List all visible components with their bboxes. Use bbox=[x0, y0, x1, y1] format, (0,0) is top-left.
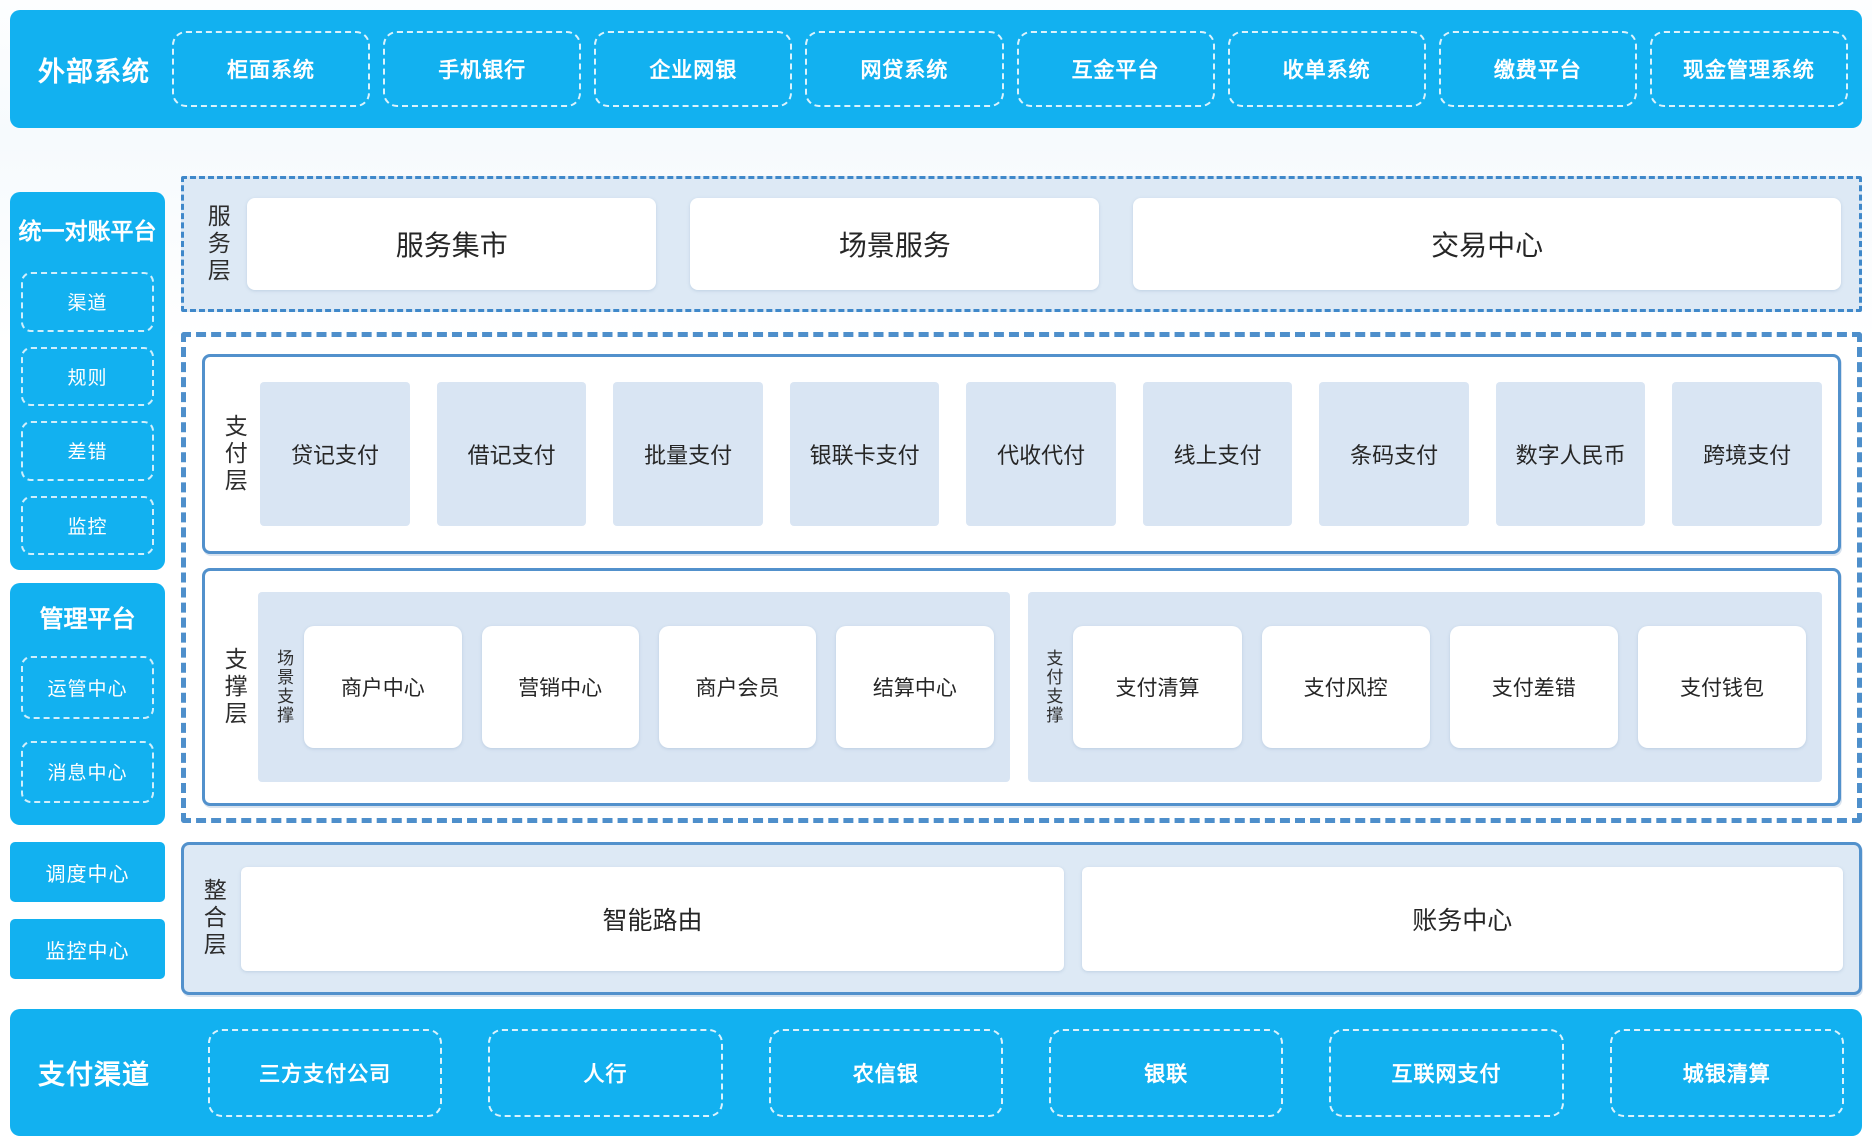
support-box-merchant-center: 商户中心 bbox=[304, 626, 462, 748]
support-box-payment-risk-control: 支付风控 bbox=[1261, 626, 1430, 748]
recon-item-rules: 规则 bbox=[21, 346, 154, 406]
external-system-mobile-banking: 手机银行 bbox=[383, 31, 582, 107]
payment-box-cross-border: 跨境支付 bbox=[1672, 382, 1822, 526]
external-system-online-loan: 网贷系统 bbox=[805, 31, 1004, 107]
service-box-scenario-service: 场景服务 bbox=[690, 198, 1100, 290]
payment-box-unionpay-card: 银联卡支付 bbox=[789, 382, 940, 526]
mgmt-item-message-center: 消息中心 bbox=[21, 740, 154, 803]
payment-channels-items: 三方支付公司 人行 农信银 银联 互联网支付 城银清算 bbox=[150, 1028, 1862, 1117]
support-layer-groups: 场景支撑 商户中心 营销中心 商户会员 结算中心 支付支撑 支付清算 bbox=[258, 592, 1822, 782]
support-box-merchant-member: 商户会员 bbox=[658, 626, 817, 748]
recon-item-monitoring: 监控 bbox=[21, 495, 154, 555]
support-box-settlement-center: 结算中心 bbox=[836, 626, 994, 748]
scenario-support-group: 场景支撑 商户中心 营销中心 商户会员 结算中心 bbox=[258, 592, 1010, 782]
payment-channels-title: 支付渠道 bbox=[38, 1060, 150, 1090]
monitoring-center-box: 监控中心 bbox=[10, 919, 165, 979]
external-system-corporate-ebank: 企业网银 bbox=[594, 31, 793, 107]
main-layers: 服务层 服务集市 场景服务 交易中心 支付层 贷记支付 借记支付 批量支付 银联… bbox=[181, 145, 1862, 995]
payment-support-group: 支付支撑 支付清算 支付风控 支付差错 支付钱包 bbox=[1027, 592, 1822, 782]
payment-box-batch: 批量支付 bbox=[613, 382, 763, 526]
scenario-support-label: 场景支撑 bbox=[274, 649, 294, 725]
scheduling-center-box: 调度中心 bbox=[10, 842, 165, 902]
payment-box-collection-agency: 代收代付 bbox=[966, 382, 1116, 526]
channel-city-bank-clearing: 城银清算 bbox=[1609, 1028, 1844, 1117]
channel-internet-payment: 互联网支付 bbox=[1329, 1028, 1564, 1117]
support-box-payment-wallet: 支付钱包 bbox=[1637, 626, 1807, 748]
payment-box-credit: 贷记支付 bbox=[260, 382, 410, 526]
management-platform-panel: 管理平台 运管中心 消息中心 bbox=[10, 583, 165, 825]
core-layers-dashed-container: 支付层 贷记支付 借记支付 批量支付 银联卡支付 代收代付 线上支付 条码支付 … bbox=[181, 332, 1862, 823]
service-box-service-market: 服务集市 bbox=[247, 198, 657, 290]
support-box-payment-clearing: 支付清算 bbox=[1073, 626, 1242, 748]
service-box-trade-center: 交易中心 bbox=[1133, 198, 1841, 290]
middle-region: 统一对账平台 渠道 规则 差错 监控 管理平台 运管中心 消息中心 调度中心 监… bbox=[10, 145, 1862, 995]
integration-layer-boxes: 智能路由 账务中心 bbox=[241, 866, 1843, 971]
external-systems-items: 柜面系统 手机银行 企业网银 网贷系统 互金平台 收单系统 缴费平台 现金管理系… bbox=[150, 31, 1862, 107]
payment-channels-bar: 支付渠道 三方支付公司 人行 农信银 银联 互联网支付 城银清算 bbox=[10, 1009, 1862, 1136]
payment-support-boxes: 支付清算 支付风控 支付差错 支付钱包 bbox=[1073, 626, 1807, 748]
payment-layer-boxes: 贷记支付 借记支付 批量支付 银联卡支付 代收代付 线上支付 条码支付 数字人民… bbox=[260, 382, 1822, 526]
mgmt-item-operations-center: 运管中心 bbox=[21, 656, 154, 719]
external-system-bill-payment: 缴费平台 bbox=[1438, 31, 1637, 107]
support-layer-label: 支撑层 bbox=[221, 646, 248, 728]
payment-box-barcode: 条码支付 bbox=[1319, 382, 1469, 526]
support-layer: 支撑层 场景支撑 商户中心 营销中心 商户会员 结算中心 bbox=[202, 568, 1841, 806]
sidebar: 统一对账平台 渠道 规则 差错 监控 管理平台 运管中心 消息中心 调度中心 监… bbox=[10, 145, 165, 995]
payment-layer: 支付层 贷记支付 借记支付 批量支付 银联卡支付 代收代付 线上支付 条码支付 … bbox=[202, 354, 1841, 554]
service-layer-boxes: 服务集市 场景服务 交易中心 bbox=[247, 198, 1841, 290]
recon-item-discrepancy: 差错 bbox=[21, 421, 154, 481]
external-system-cash-management: 现金管理系统 bbox=[1649, 31, 1848, 107]
service-layer-label: 服务层 bbox=[204, 203, 231, 285]
channel-pboc: 人行 bbox=[488, 1028, 723, 1117]
integration-box-smart-routing: 智能路由 bbox=[241, 866, 1064, 971]
channel-unionpay: 银联 bbox=[1048, 1028, 1284, 1117]
channel-third-party-payment: 三方支付公司 bbox=[208, 1028, 443, 1117]
management-platform-title: 管理平台 bbox=[39, 606, 136, 633]
integration-layer: 整合层 智能路由 账务中心 bbox=[181, 842, 1862, 995]
payment-support-label: 支付支撑 bbox=[1043, 649, 1063, 725]
support-box-payment-discrepancy: 支付差错 bbox=[1449, 626, 1618, 748]
integration-box-accounting-center: 账务中心 bbox=[1081, 866, 1843, 971]
external-systems-title: 外部系统 bbox=[38, 56, 150, 87]
external-system-acquiring: 收单系统 bbox=[1227, 31, 1426, 107]
payment-box-online: 线上支付 bbox=[1142, 382, 1293, 526]
payment-layer-label: 支付层 bbox=[221, 413, 248, 495]
integration-layer-label: 整合层 bbox=[200, 878, 227, 959]
reconciliation-platform-panel: 统一对账平台 渠道 规则 差错 监控 bbox=[10, 192, 165, 570]
recon-item-channel: 渠道 bbox=[21, 272, 154, 332]
external-system-counter: 柜面系统 bbox=[172, 31, 371, 107]
external-systems-bar: 外部系统 柜面系统 手机银行 企业网银 网贷系统 互金平台 收单系统 缴费平台 … bbox=[10, 10, 1862, 128]
scenario-support-boxes: 商户中心 营销中心 商户会员 结算中心 bbox=[304, 626, 994, 748]
channel-rural-credit-bank: 农信银 bbox=[768, 1028, 1003, 1117]
service-layer: 服务层 服务集市 场景服务 交易中心 bbox=[181, 176, 1862, 312]
support-box-marketing-center: 营销中心 bbox=[481, 626, 639, 748]
payment-box-digital-rmb: 数字人民币 bbox=[1495, 382, 1646, 526]
payment-box-debit: 借记支付 bbox=[436, 382, 587, 526]
external-system-internet-finance: 互金平台 bbox=[1016, 31, 1215, 107]
reconciliation-platform-title: 统一对账平台 bbox=[18, 218, 157, 244]
